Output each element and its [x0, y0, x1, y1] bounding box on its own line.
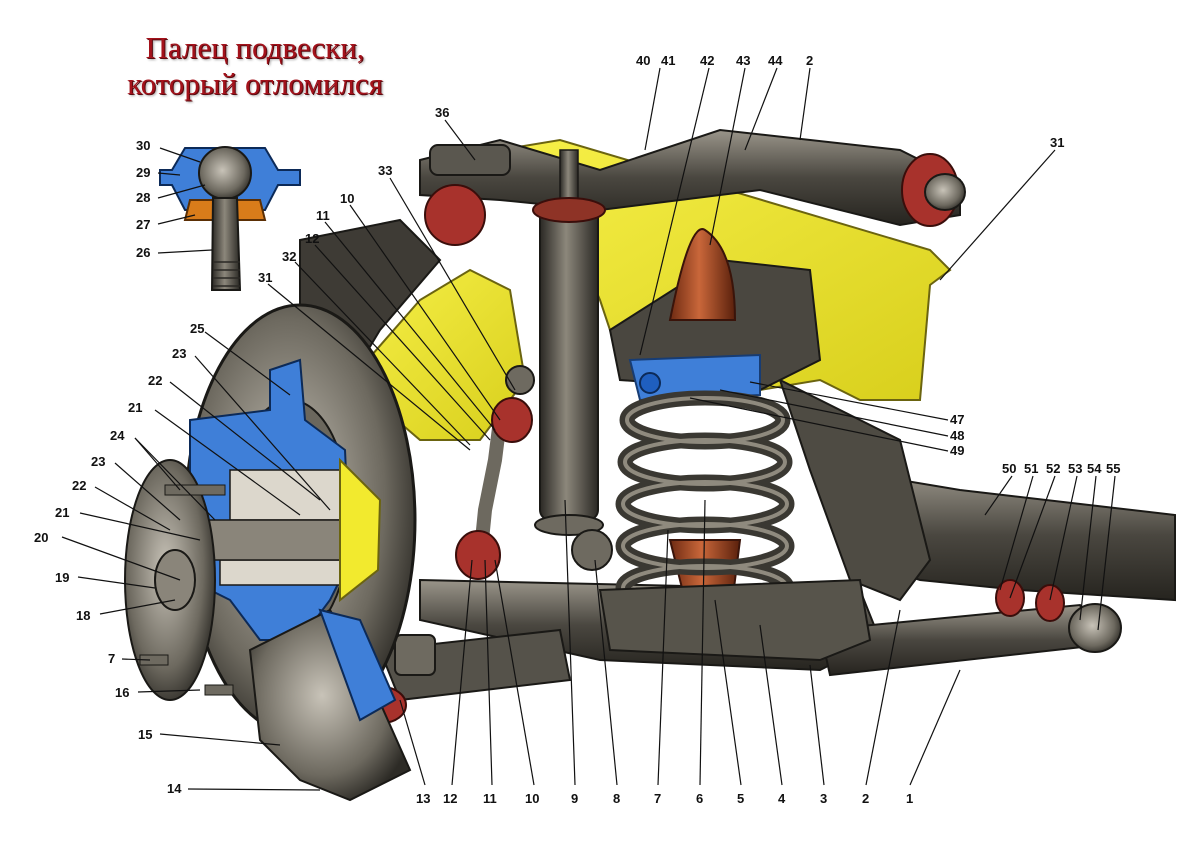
hub-section — [189, 358, 382, 641]
callout-40: 40 — [636, 53, 650, 68]
callout-16: 16 — [115, 685, 129, 700]
callout-20: 20 — [34, 530, 48, 545]
callout-12-bottom: 12 — [443, 791, 457, 806]
callout-1-bottom: 1 — [906, 791, 913, 806]
callout-2-top: 2 — [806, 53, 813, 68]
callout-31-top: 31 — [1050, 135, 1064, 150]
leader-lines — [61, 67, 1116, 791]
callout-49: 49 — [950, 443, 964, 458]
diagram-caption: Палец подвески, который отломился — [100, 30, 410, 102]
callout-36: 36 — [435, 105, 449, 120]
callout-23-b: 23 — [91, 454, 105, 469]
callout-2-bottom: 2 — [862, 791, 869, 806]
callout-25: 25 — [190, 321, 204, 336]
callout-28: 28 — [136, 190, 150, 205]
callout-48: 48 — [950, 428, 964, 443]
callout-50: 50 — [1002, 461, 1016, 476]
callout-10-bottom: 10 — [525, 791, 539, 806]
callout-54: 54 — [1087, 461, 1102, 476]
callout-32: 32 — [282, 249, 296, 264]
callout-41: 41 — [661, 53, 675, 68]
callout-21-a: 21 — [128, 400, 142, 415]
brake-shield — [248, 608, 412, 802]
callout-11-bottom: 11 — [483, 791, 497, 806]
callout-22-b: 22 — [72, 478, 86, 493]
callout-10-top: 10 — [340, 191, 354, 206]
ball-joint-inset — [159, 146, 301, 291]
callout-labels: 40 41 42 43 44 2 36 31 33 10 11 12 32 31… — [34, 53, 1120, 806]
stabilizer-bar — [455, 365, 613, 580]
callout-9-bottom: 9 — [571, 791, 578, 806]
caption-line-1: Палец подвески, — [145, 30, 365, 65]
callout-51: 51 — [1024, 461, 1038, 476]
callout-13-bottom: 13 — [416, 791, 430, 806]
callout-6-bottom: 6 — [696, 791, 703, 806]
callout-30: 30 — [136, 138, 150, 153]
callout-43: 43 — [736, 53, 750, 68]
callout-47: 47 — [950, 412, 964, 427]
callout-44: 44 — [768, 53, 783, 68]
callout-12-top: 12 — [305, 231, 319, 246]
callout-23-a: 23 — [172, 346, 186, 361]
callout-22-a: 22 — [148, 373, 162, 388]
callout-4-bottom: 4 — [778, 791, 786, 806]
callout-7-bottom: 7 — [654, 791, 661, 806]
callout-11-top: 11 — [316, 208, 330, 223]
callout-29: 29 — [136, 165, 150, 180]
cross-member — [778, 378, 1176, 602]
shock-absorber — [532, 149, 606, 536]
callout-19: 19 — [55, 570, 69, 585]
callout-31-left: 31 — [258, 270, 272, 285]
caption-line-2: который отломился — [127, 66, 383, 101]
callout-5-bottom: 5 — [737, 791, 744, 806]
callout-52: 52 — [1046, 461, 1060, 476]
callout-42: 42 — [700, 53, 714, 68]
callout-18: 18 — [76, 608, 90, 623]
callout-53: 53 — [1068, 461, 1082, 476]
callout-3-bottom: 3 — [820, 791, 827, 806]
callout-27: 27 — [136, 217, 150, 232]
callout-8-bottom: 8 — [613, 791, 620, 806]
callout-33: 33 — [378, 163, 392, 178]
callout-55: 55 — [1106, 461, 1120, 476]
spring-lower-cup — [598, 578, 872, 662]
callout-7-left: 7 — [108, 651, 115, 666]
callout-24: 24 — [110, 428, 125, 443]
callout-21-b: 21 — [55, 505, 69, 520]
callout-15: 15 — [138, 727, 152, 742]
callout-26: 26 — [136, 245, 150, 260]
callout-14: 14 — [167, 781, 182, 796]
